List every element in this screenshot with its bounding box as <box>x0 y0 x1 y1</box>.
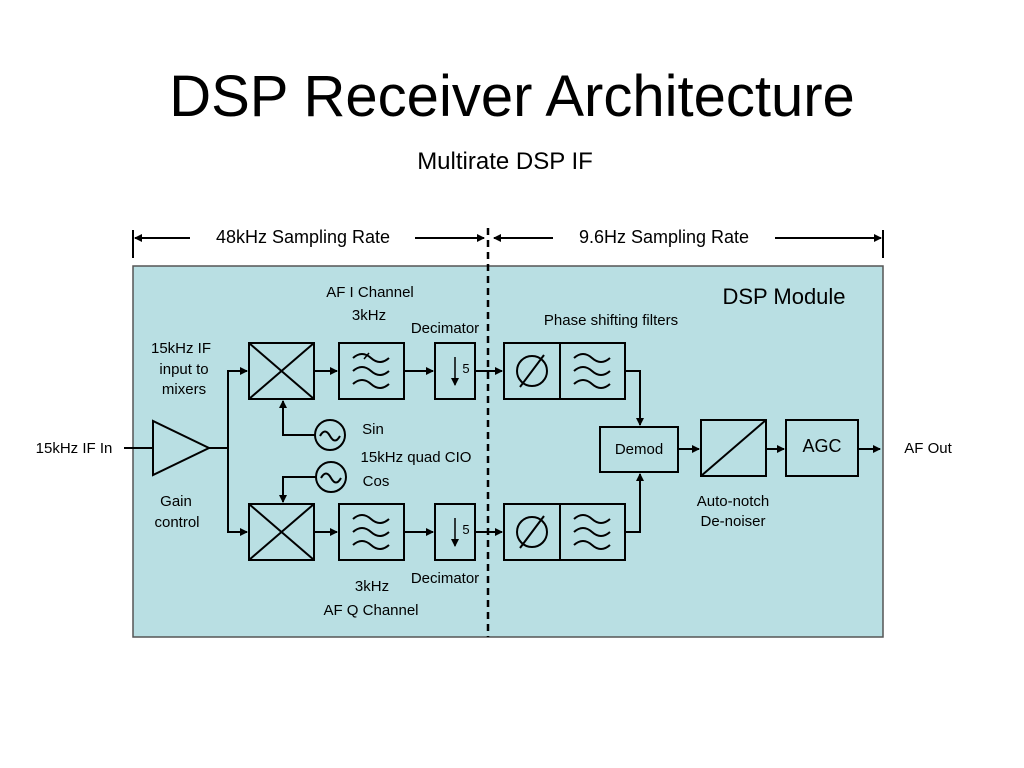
phase-filters-label: Phase shifting filters <box>544 312 678 329</box>
rate-label-9-6hz: 9.6Hz Sampling Rate <box>579 227 749 247</box>
if-in-label: 15kHz IF In <box>36 440 113 457</box>
af-out-label: AF Out <box>904 440 952 457</box>
cos-label: Cos <box>363 473 390 490</box>
decimator-i-label: Decimator <box>411 320 479 337</box>
sin-to-mixer-connector <box>279 400 315 436</box>
page-title: DSP Receiver Architecture <box>169 64 855 129</box>
lpf-i-freq-label: 3kHz <box>352 307 386 324</box>
gain-control-label-2: control <box>154 514 199 531</box>
oscillator-label: 15kHz quad CIO <box>361 449 472 466</box>
gain-control-label-1: Gain <box>160 493 192 510</box>
decimation-factor-q: 5 <box>462 522 469 537</box>
lowpass-filter-i <box>338 342 405 400</box>
autonotch-label-2: De-noiser <box>700 513 765 530</box>
dsp-module-box <box>132 265 884 638</box>
page-subtitle: Multirate DSP IF <box>417 148 593 175</box>
sampling-rate-left: 48kHz Sampling Rate <box>132 227 485 258</box>
mixer-input-label-2: input to <box>159 361 208 378</box>
gain-amplifier <box>152 419 212 477</box>
cos-to-mixer-connector <box>279 476 316 503</box>
demod-label: Demod <box>615 441 663 458</box>
sampling-rate-right: 9.6Hz Sampling Rate <box>493 227 884 258</box>
mixer-input-label-1: 15kHz IF <box>151 340 211 357</box>
mixer-input-label-3: mixers <box>162 381 206 398</box>
split-connector <box>209 367 248 536</box>
af-q-channel-label: AF Q Channel <box>323 602 418 619</box>
q-to-demod-connector <box>625 473 644 533</box>
decimation-factor-i: 5 <box>462 361 469 376</box>
agc-label: AGC <box>802 436 841 456</box>
dsp-module-label: DSP Module <box>722 284 845 309</box>
af-i-channel-label: AF I Channel <box>326 284 414 301</box>
i-to-demod-connector <box>625 370 644 426</box>
lpf-q-freq-label: 3kHz <box>355 578 389 595</box>
decimator-q-label: Decimator <box>411 570 479 587</box>
autonotch-label-1: Auto-notch <box>697 493 770 510</box>
rate-label-48khz: 48kHz Sampling Rate <box>216 227 390 247</box>
sin-label: Sin <box>362 421 384 438</box>
